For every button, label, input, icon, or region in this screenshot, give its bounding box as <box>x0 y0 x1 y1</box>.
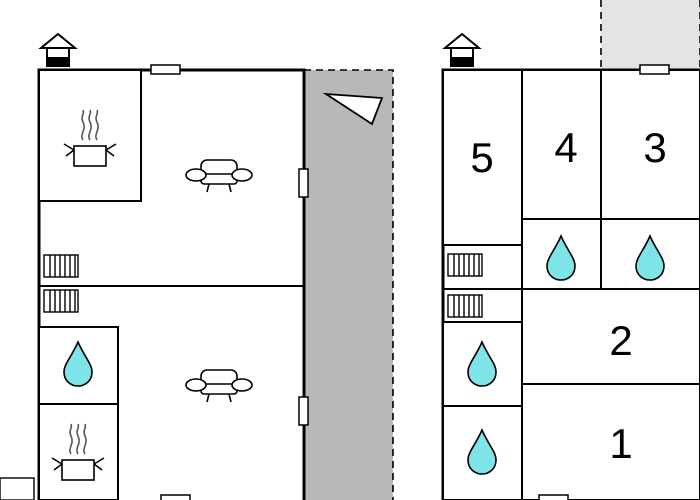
room-number-3: 3 <box>643 124 666 171</box>
house-icon <box>444 33 480 67</box>
bedroom-1 <box>521 383 700 500</box>
terrace-area <box>304 70 393 500</box>
north-arrow-icon <box>322 92 384 126</box>
stairs-icon <box>447 253 483 277</box>
bedroom-4 <box>521 69 602 220</box>
house-icon <box>40 33 76 67</box>
left-floor <box>0 33 394 500</box>
room-number-2: 2 <box>609 317 632 364</box>
stairs-icon <box>447 294 483 318</box>
room-number-1: 1 <box>609 420 632 467</box>
bedroom-5 <box>442 69 523 246</box>
terrace-area <box>601 0 700 70</box>
kitchen-room <box>38 69 142 202</box>
right-floor: 5 4 3 2 1 <box>441 0 700 500</box>
stairs-icon <box>43 254 79 278</box>
room-number-4: 4 <box>554 124 577 171</box>
stairs-icon <box>43 289 79 313</box>
kitchen-room-lower <box>38 403 119 500</box>
room-number-5: 5 <box>470 134 493 181</box>
